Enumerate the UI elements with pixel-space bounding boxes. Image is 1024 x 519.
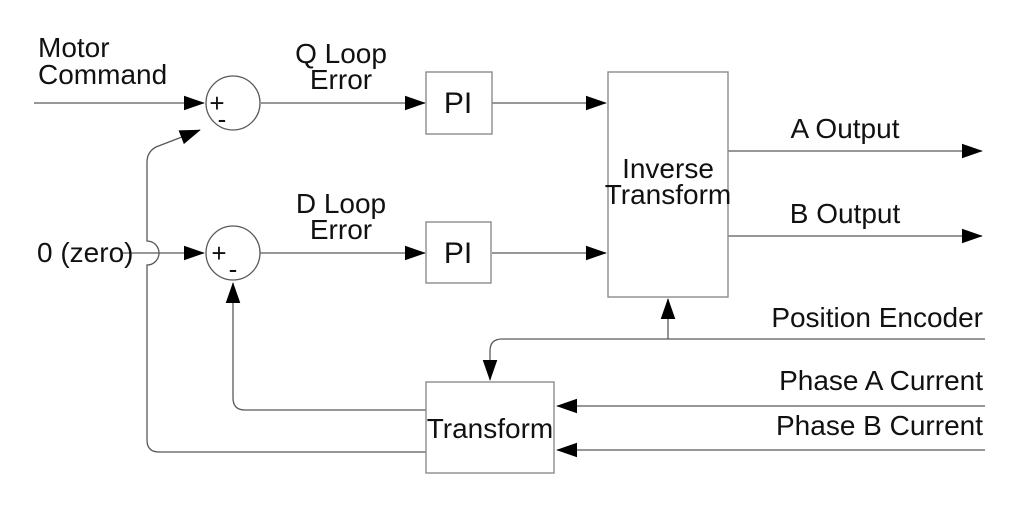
q-loop-error-label-line2: Error bbox=[310, 64, 372, 95]
position-encoder-to-transform-wire bbox=[482, 338, 985, 381]
q-summing-plus-sign: + bbox=[209, 88, 224, 118]
b-output-label: B Output bbox=[790, 198, 901, 229]
motor-command-label-line2: Command bbox=[38, 59, 167, 90]
wires-layer bbox=[34, 95, 985, 458]
summing-junctions-layer bbox=[205, 75, 261, 281]
d-loop-error-label-line2: Error bbox=[310, 214, 372, 245]
inverse-transform-label-line1: Inverse bbox=[622, 153, 714, 184]
motor-command-label-line1: Motor bbox=[38, 32, 110, 63]
zero-input-label: 0 (zero) bbox=[37, 237, 133, 268]
q-summing-minus-sign: - bbox=[218, 104, 227, 134]
q-loop-error-label-line1: Q Loop bbox=[295, 38, 387, 69]
transform-block-label: Transform bbox=[427, 413, 554, 444]
pi-d-block-label: PI bbox=[444, 237, 472, 270]
inverse-transform-label-line2: Transform bbox=[605, 179, 732, 210]
q-feedback-wire-with-hop bbox=[146, 129, 426, 453]
pi-q-block-label: PI bbox=[444, 87, 472, 120]
inverse-transform-block bbox=[607, 71, 729, 298]
a-output-label: A Output bbox=[791, 113, 900, 144]
d-feedback-wire bbox=[225, 282, 426, 411]
labels-layer: Motor Command 0 (zero) Q Loop Error D Lo… bbox=[37, 32, 983, 444]
pi-d-block bbox=[425, 221, 492, 284]
d-summing-junction bbox=[205, 225, 261, 281]
d-summing-minus-sign: - bbox=[229, 254, 238, 284]
phase-b-current-label: Phase B Current bbox=[776, 410, 983, 441]
transform-block bbox=[425, 381, 555, 474]
phase-a-current-label: Phase A Current bbox=[779, 365, 983, 396]
d-summing-plus-sign: + bbox=[211, 238, 226, 268]
pi-q-block bbox=[425, 71, 493, 135]
q-summing-junction bbox=[205, 75, 261, 131]
position-encoder-label: Position Encoder bbox=[771, 302, 983, 333]
d-loop-error-label-line1: D Loop bbox=[296, 188, 386, 219]
blocks-layer bbox=[425, 71, 729, 474]
